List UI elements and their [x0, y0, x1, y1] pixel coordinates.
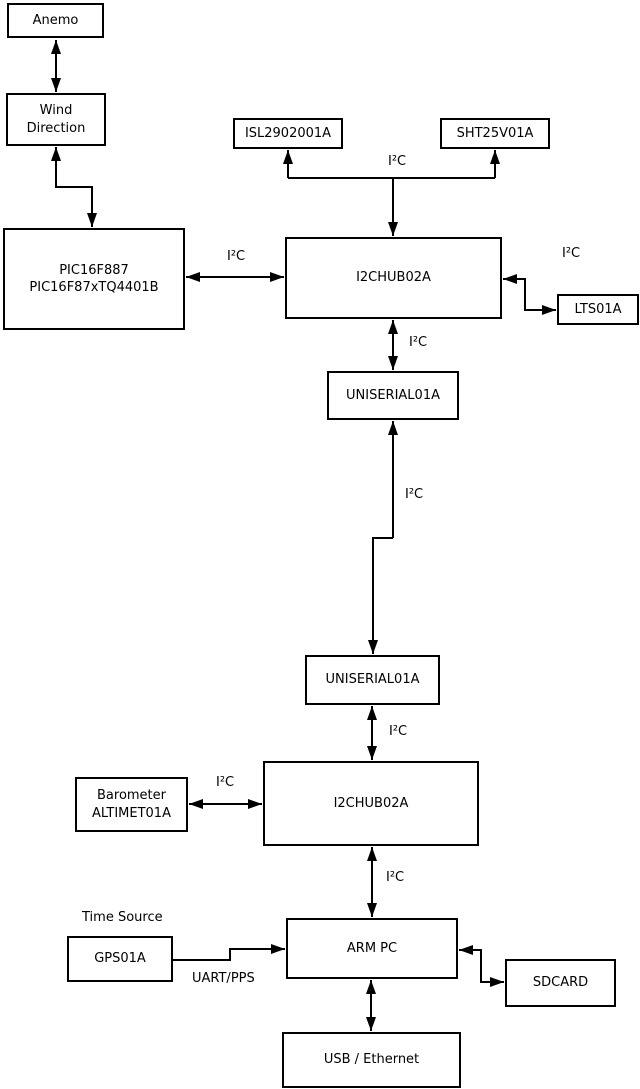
edge-uni1-uni2-down	[368, 537, 393, 654]
node-barometer-altimet01a: Barometer ALTIMET01A	[75, 777, 188, 832]
node-anemo: Anemo	[7, 3, 104, 38]
edge-label-i2c-hub1-uni1: I²C	[409, 335, 428, 350]
label-time-source: Time Source	[82, 910, 163, 925]
edge-label-uart-pps: UART/PPS	[192, 971, 255, 986]
edge-hub1-lts-right	[524, 279, 556, 315]
edge-arm-sdcard-left	[459, 945, 482, 982]
edge-hub1-lts-left	[503, 274, 526, 310]
edge-gps-arm	[173, 944, 285, 961]
edge-label-i2c-uni1-uni2: I²C	[405, 487, 424, 502]
edge-arm-sdcard-right	[480, 950, 504, 987]
node-i2chub02a-bottom: I2CHUB02A	[263, 761, 479, 846]
node-usb-ethernet: USB / Ethernet	[282, 1032, 461, 1088]
edge-label-i2c-hub2-arm: I²C	[386, 870, 405, 885]
node-isl2902001a: ISL2902001A	[233, 118, 343, 149]
edge-label-i2c-uni2-hub2: I²C	[389, 724, 408, 739]
node-sht25v01a: SHT25V01A	[440, 118, 550, 149]
edge-label-i2c-pic-hub1: I²C	[227, 249, 246, 264]
node-uniserial01a-bottom: UNISERIAL01A	[305, 655, 440, 705]
node-wind-direction: Wind Direction	[6, 93, 106, 146]
node-lts01a: LTS01A	[557, 294, 639, 325]
edge-wind-pic-up	[51, 147, 92, 188]
node-i2chub02a-top: I2CHUB02A	[285, 237, 502, 319]
node-uniserial01a-top: UNISERIAL01A	[327, 371, 459, 420]
node-arm-pc: ARM PC	[286, 918, 458, 979]
node-sdcard: SDCARD	[505, 959, 616, 1007]
edge-wind-pic-down	[56, 186, 97, 227]
edge-label-i2c-hub1-lts: I²C	[562, 246, 581, 261]
node-gps01a: GPS01A	[67, 936, 173, 982]
edge-label-i2c-baro-hub2: I²C	[216, 775, 235, 790]
node-pic16f887: PIC16F887 PIC16F87xTQ4401B	[3, 228, 185, 330]
edge-label-i2c-sensors: I²C	[388, 154, 407, 169]
